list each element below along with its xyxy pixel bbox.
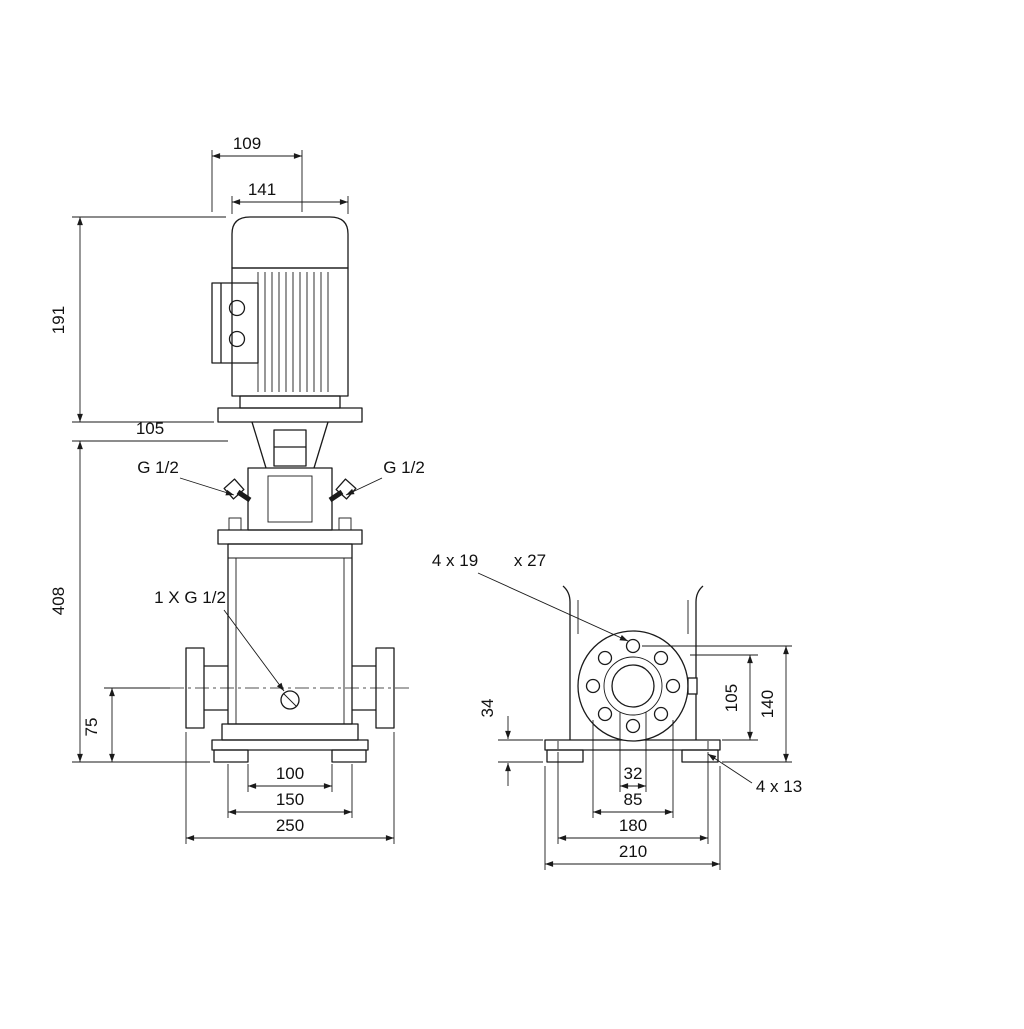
dim-191-label: 191 (49, 306, 68, 334)
dim-180-label: 180 (619, 816, 647, 835)
side-view: 4 x 19 x 27 34 105 140 (432, 551, 802, 870)
flange-hole-callout-label: 4 x 19 (432, 551, 478, 570)
callout-base-holes: 4 x 13 (707, 753, 802, 796)
terminal-box (211, 282, 259, 364)
dimension-210: 210 (544, 766, 721, 870)
dimension-180: 180 (557, 752, 709, 844)
bolt-hole (653, 650, 669, 666)
dim-105-label: 105 (136, 419, 164, 438)
dimension-75: 75 (82, 687, 170, 762)
front-view: 109 141 191 408 105 G 1/2 G 1/2 (49, 134, 425, 844)
bolt-hole (665, 678, 681, 694)
motor-stool (251, 421, 329, 469)
dim-34-label: 34 (478, 699, 497, 718)
bottom-plate (221, 723, 359, 741)
dim-105-side-label: 105 (722, 684, 741, 712)
side-foot-left (546, 749, 584, 763)
drain-label: 1 X G 1/2 (154, 588, 226, 607)
bolt-hole (597, 650, 613, 666)
coupling (273, 429, 307, 467)
callout-plug-right: G 1/2 (345, 458, 425, 496)
bolt-hole (625, 638, 641, 654)
motor-body (231, 267, 349, 397)
dim-109-label: 109 (233, 134, 261, 153)
side-foot-right (681, 749, 719, 763)
base-hole-callout-label: 4 x 13 (756, 777, 802, 796)
callout-flange-holes: 4 x 19 x 27 (432, 551, 629, 642)
side-body (562, 585, 704, 740)
stay-bolt-right (338, 517, 352, 531)
dimension-heights-left: 191 408 105 (49, 216, 228, 763)
dimension-141: 141 (231, 180, 349, 214)
dimension-105-side: 105 (690, 654, 758, 741)
dimension-150: 150 (227, 764, 353, 818)
drain-plug (280, 690, 300, 710)
top-plate (217, 529, 363, 545)
stay-bolt-left (228, 517, 242, 531)
flange-bore (611, 664, 655, 708)
dim-100-label: 100 (276, 764, 304, 783)
front-dimensions: 109 141 191 408 105 G 1/2 G 1/2 (49, 134, 425, 844)
flange-bolt-holes (585, 638, 681, 734)
flange-counterbore-label: x 27 (514, 551, 546, 570)
dimension-32: 32 (619, 712, 647, 792)
cooling-fins (257, 272, 329, 392)
bolt-hole (625, 718, 641, 734)
flange-right (375, 647, 395, 729)
pump-base (211, 723, 369, 763)
dim-150-label: 150 (276, 790, 304, 809)
dim-210-label: 210 (619, 842, 647, 861)
fan-cover (231, 216, 349, 269)
dim-75-label: 75 (82, 718, 101, 737)
suction-pipe (204, 665, 228, 711)
callout-drain: 1 X G 1/2 (154, 588, 285, 692)
side-plug-boss (687, 677, 698, 695)
pump-head (223, 467, 357, 531)
dim-85-label: 85 (624, 790, 643, 809)
dimension-250: 250 (185, 732, 395, 844)
cable-entry-bottom (228, 330, 246, 348)
dim-141-label: 141 (248, 180, 276, 199)
dim-140-label: 140 (758, 690, 777, 718)
callout-plug-left: G 1/2 (137, 458, 235, 496)
cable-entry-top (228, 299, 246, 317)
outer-sleeve (227, 543, 353, 725)
dimension-85: 85 (592, 720, 674, 818)
dimension-140: 140 (642, 645, 792, 763)
motor-neck (239, 395, 341, 409)
foot-left (213, 749, 249, 763)
flange-left (185, 647, 205, 729)
base-plate (211, 739, 369, 751)
side-dimensions: 4 x 19 x 27 34 105 140 (432, 551, 802, 870)
flange-raised-face (603, 656, 663, 716)
vent-plug-right (328, 478, 357, 503)
dimension-109: 109 (211, 134, 303, 212)
plug-left-label: G 1/2 (137, 458, 179, 477)
motor-flange (217, 407, 363, 423)
bolt-hole (653, 706, 669, 722)
motor (211, 216, 363, 423)
bolt-hole (585, 678, 601, 694)
dim-250-label: 250 (276, 816, 304, 835)
dimension-34: 34 (478, 699, 543, 786)
dim-408-label: 408 (49, 587, 68, 615)
chamber-stack (217, 529, 363, 725)
discharge-pipe (352, 665, 376, 711)
dimension-100: 100 (247, 764, 333, 792)
foot-right (331, 749, 367, 763)
vent-plug-left (223, 478, 252, 503)
side-base (544, 739, 721, 763)
bolt-hole (597, 706, 613, 722)
dim-32-label: 32 (624, 764, 643, 783)
port-flanges (170, 647, 410, 729)
side-flange (577, 630, 698, 742)
plug-right-label: G 1/2 (383, 458, 425, 477)
